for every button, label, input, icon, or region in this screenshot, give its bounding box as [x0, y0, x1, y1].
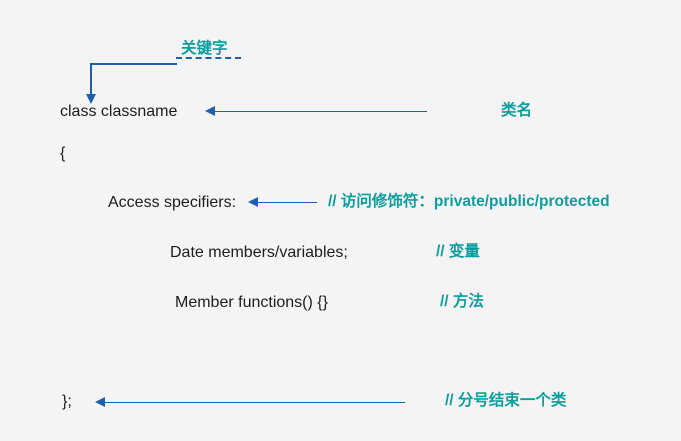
access-specifiers-text: Access specifiers:	[108, 194, 237, 211]
data-members-comment: // 变量	[436, 243, 480, 260]
keyword-connector-horizontal-line	[90, 63, 177, 65]
closing-arrow-line	[103, 401, 405, 403]
classname-arrow-line	[213, 110, 427, 112]
classname-label: 类名	[501, 102, 533, 119]
access-arrow-line	[256, 201, 317, 203]
arrow-down-icon	[86, 94, 96, 104]
keyword-connector-vertical-line	[90, 63, 92, 96]
arrow-left-icon	[205, 106, 215, 116]
class-declaration-text: class classname	[60, 103, 178, 120]
keyword-label: 关键字	[181, 40, 228, 57]
open-brace-text: {	[60, 145, 66, 162]
access-comment: // 访问修饰符：private/public/protected	[328, 193, 610, 210]
member-functions-text: Member functions() {}	[175, 294, 328, 311]
keyword-underline	[176, 57, 241, 59]
arrow-left-icon	[95, 397, 105, 407]
closing-brace-text: };	[62, 393, 72, 410]
data-members-text: Date members/variables;	[170, 244, 348, 261]
member-functions-comment: // 方法	[440, 293, 484, 310]
arrow-left-icon	[248, 197, 258, 207]
closing-comment: // 分号结束一个类	[445, 392, 567, 409]
